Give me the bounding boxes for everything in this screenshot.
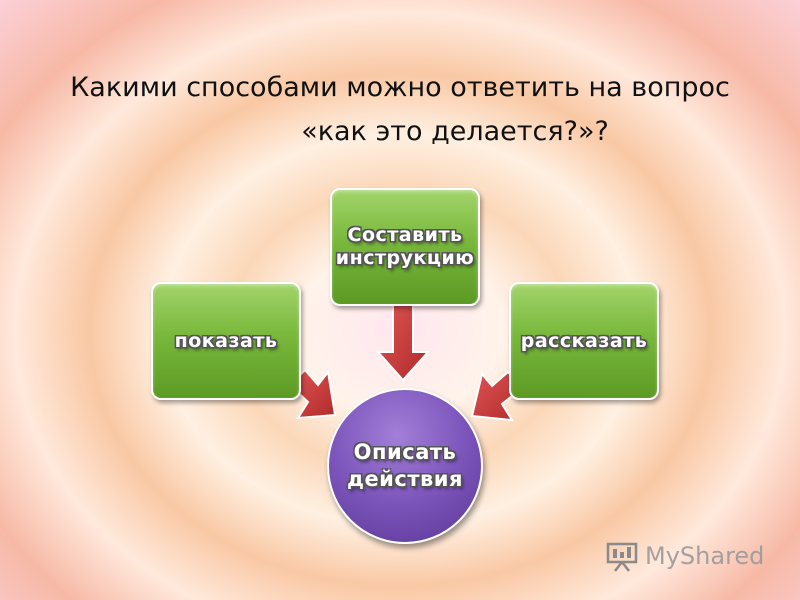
- box-compose-line-2: инструкцию: [335, 247, 475, 269]
- box-compose-line-1: Составить: [347, 224, 463, 246]
- box-compose-instruction: Составить инструкцию: [330, 188, 480, 306]
- center-line-1: Описать: [353, 440, 457, 464]
- box-tell-label: рассказать: [520, 330, 648, 352]
- arrow-left-to-center: [288, 368, 337, 420]
- presentation-board-icon: [606, 542, 638, 572]
- center-line-2: действия: [346, 467, 464, 491]
- title-line-1: Какими способами можно ответить на вопро…: [70, 72, 730, 103]
- watermark-logo: MyShared: [605, 536, 765, 576]
- box-show-label: показать: [174, 330, 278, 352]
- center-describe-actions: Описать действия: [327, 388, 483, 544]
- title-line-2: «как это делается?»?: [301, 116, 609, 147]
- box-tell: рассказать: [509, 282, 659, 400]
- watermark-text: MyShared: [645, 542, 765, 570]
- arrow-top-to-center: [375, 301, 431, 382]
- slide-title: Какими способами можно ответить на вопро…: [40, 66, 760, 154]
- box-show: показать: [151, 282, 301, 400]
